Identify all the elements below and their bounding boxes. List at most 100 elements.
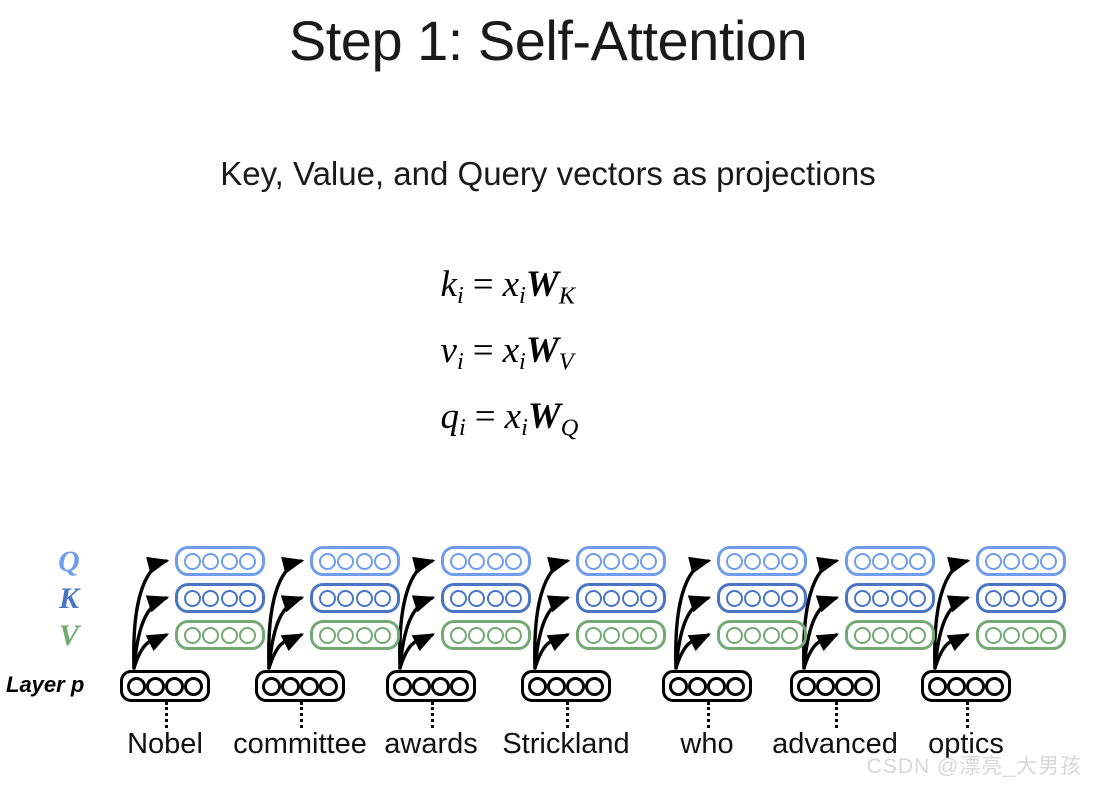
projection-arrow-v bbox=[802, 633, 840, 670]
vector-cell bbox=[468, 552, 486, 570]
vector-cell bbox=[238, 552, 256, 570]
q-vector-box[interactable] bbox=[576, 546, 666, 576]
v-vector-box[interactable] bbox=[175, 620, 265, 650]
vector-cell bbox=[707, 676, 726, 696]
projection-arrow-v bbox=[933, 633, 971, 670]
vector-cell bbox=[928, 676, 947, 696]
vector-cell bbox=[639, 552, 657, 570]
page-title: Step 1: Self-Attention bbox=[288, 9, 808, 72]
k-vector-box[interactable] bbox=[310, 583, 400, 613]
q-vector-box[interactable] bbox=[717, 546, 807, 576]
v-vector-box[interactable] bbox=[976, 620, 1066, 650]
vector-cell bbox=[762, 552, 780, 570]
vector-cell bbox=[585, 589, 603, 607]
vector-cell bbox=[1039, 552, 1057, 570]
equation-equals: = bbox=[472, 329, 494, 371]
vector-cell bbox=[238, 589, 256, 607]
vector-cell bbox=[985, 676, 1004, 696]
v-vector-box[interactable] bbox=[845, 620, 935, 650]
layer-token-box[interactable] bbox=[921, 670, 1011, 702]
v-vector-box[interactable] bbox=[717, 620, 807, 650]
layer-token-box[interactable] bbox=[662, 670, 752, 702]
vector-cell bbox=[220, 552, 238, 570]
k-vector-box[interactable] bbox=[976, 583, 1066, 613]
vector-cell bbox=[486, 552, 504, 570]
vector-cell bbox=[621, 626, 639, 644]
k-vector-box[interactable] bbox=[576, 583, 666, 613]
projection-arrow-q bbox=[398, 556, 436, 670]
k-vector-box[interactable] bbox=[441, 583, 531, 613]
vector-cell bbox=[184, 676, 203, 696]
q-vector-box[interactable] bbox=[175, 546, 265, 576]
vector-cell bbox=[890, 626, 908, 644]
projection-arrow-q bbox=[533, 556, 571, 670]
vector-cell bbox=[146, 676, 165, 696]
projection-arrow-k bbox=[398, 595, 436, 670]
vector-cell bbox=[744, 552, 762, 570]
equation-x-subscript: i bbox=[519, 281, 526, 309]
projection-arrow-k bbox=[802, 595, 840, 670]
k-vector-box[interactable] bbox=[717, 583, 807, 613]
projection-arrow-v bbox=[267, 633, 305, 670]
layer-token-box[interactable] bbox=[255, 670, 345, 702]
vector-cell bbox=[854, 626, 872, 644]
vector-cell bbox=[566, 676, 585, 696]
dotted-connector bbox=[966, 702, 969, 728]
vector-cell bbox=[1021, 589, 1039, 607]
vector-cell bbox=[854, 676, 873, 696]
vector-cell bbox=[184, 626, 202, 644]
equation-weight-matrix: W bbox=[525, 264, 559, 305]
equation-weight-subscript: K bbox=[558, 282, 575, 310]
k-vector-box[interactable] bbox=[845, 583, 935, 613]
equation-equals: = bbox=[472, 264, 494, 305]
v-vector-box[interactable] bbox=[310, 620, 400, 650]
projection-arrow-k bbox=[267, 595, 305, 670]
vector-cell bbox=[373, 589, 391, 607]
vector-cell bbox=[184, 589, 202, 607]
row-label-v: V bbox=[58, 619, 79, 652]
vector-cell bbox=[450, 589, 468, 607]
vector-cell bbox=[1003, 589, 1021, 607]
vector-cell bbox=[908, 589, 926, 607]
v-vector-box[interactable] bbox=[441, 620, 531, 650]
vector-cell bbox=[603, 589, 621, 607]
dotted-connector bbox=[707, 702, 710, 728]
q-vector-box[interactable] bbox=[845, 546, 935, 576]
vector-cell bbox=[762, 626, 780, 644]
vector-cell bbox=[966, 676, 985, 696]
vector-cell bbox=[726, 626, 744, 644]
q-vector-box[interactable] bbox=[441, 546, 531, 576]
equation-x-subscript: i bbox=[521, 413, 528, 441]
layer-token-box[interactable] bbox=[120, 670, 210, 702]
k-vector-box[interactable] bbox=[175, 583, 265, 613]
vector-cell bbox=[872, 589, 890, 607]
row-label-k: K bbox=[58, 582, 79, 615]
vector-cell bbox=[319, 589, 337, 607]
dotted-connector bbox=[165, 702, 168, 728]
vector-cell bbox=[639, 626, 657, 644]
layer-token-box[interactable] bbox=[386, 670, 476, 702]
vector-cell bbox=[355, 552, 373, 570]
vector-cell bbox=[202, 552, 220, 570]
q-vector-box[interactable] bbox=[976, 546, 1066, 576]
vector-cell bbox=[744, 626, 762, 644]
layer-token-box[interactable] bbox=[790, 670, 880, 702]
vector-cell bbox=[726, 552, 744, 570]
q-vector-box[interactable] bbox=[310, 546, 400, 576]
vector-cell bbox=[797, 676, 816, 696]
vector-cell bbox=[762, 589, 780, 607]
vector-cell bbox=[726, 676, 745, 696]
vector-cell bbox=[1039, 589, 1057, 607]
layer-token-box[interactable] bbox=[521, 670, 611, 702]
projection-arrow-q bbox=[933, 556, 971, 670]
vector-cell bbox=[319, 626, 337, 644]
projection-arrow-k bbox=[674, 595, 712, 670]
vector-cell bbox=[393, 676, 412, 696]
vector-cell bbox=[621, 552, 639, 570]
v-vector-box[interactable] bbox=[576, 620, 666, 650]
equation-lhs: q bbox=[440, 395, 460, 437]
token-word-label: Nobel bbox=[127, 728, 203, 760]
vector-cell bbox=[603, 626, 621, 644]
